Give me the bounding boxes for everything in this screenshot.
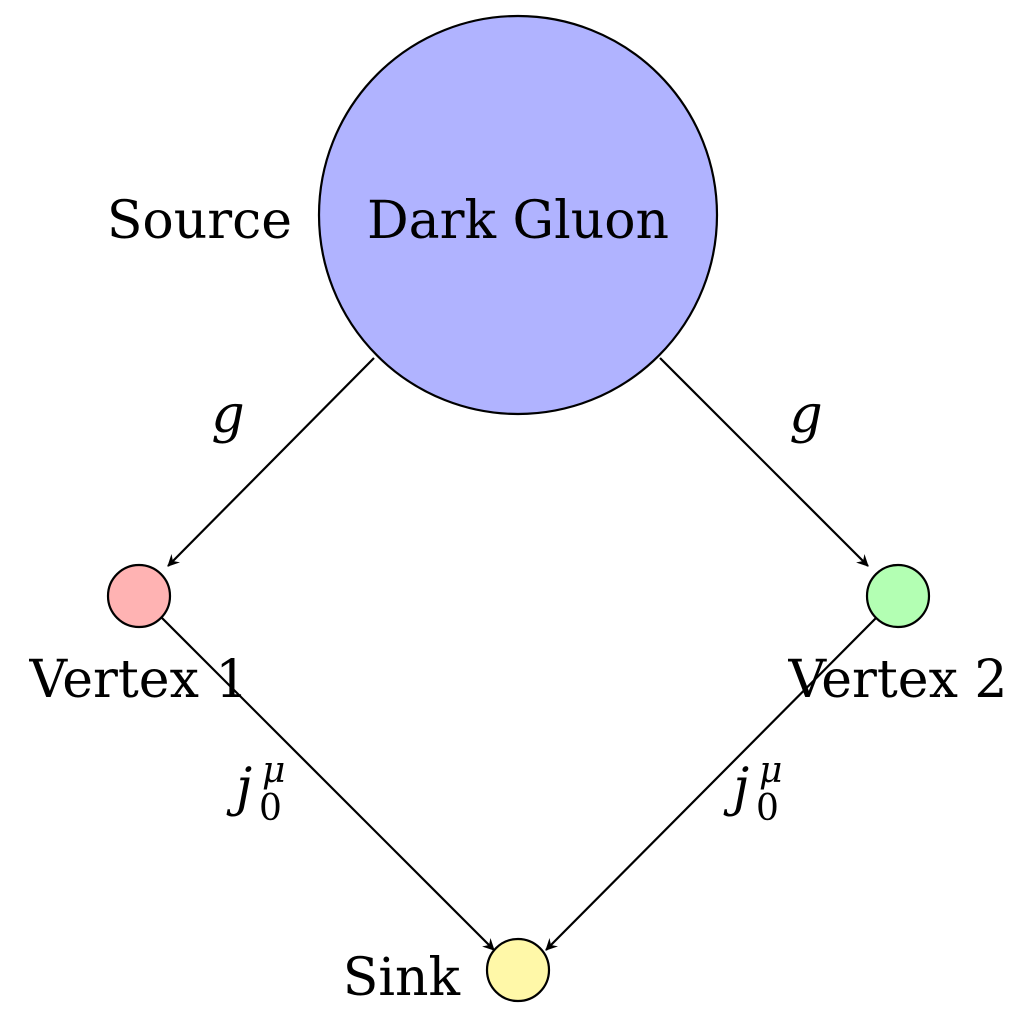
vertex2-label: Vertex 2 — [787, 650, 1007, 710]
vertex2-node — [865, 563, 931, 629]
sink-label: Sink — [343, 948, 461, 1008]
vertex1-label: Vertex 1 — [28, 650, 248, 710]
edge-vertex2-to-sink — [545, 617, 877, 951]
edge-gluon-to-vertex2 — [659, 357, 869, 567]
edge-label-g-left: g — [211, 385, 244, 445]
dark-gluon-label: Dark Gluon — [367, 191, 669, 251]
current-superscript: μ — [759, 750, 782, 791]
sink-node — [485, 937, 551, 1003]
current-subscript: 0 — [756, 788, 779, 829]
source-label: Source — [107, 191, 292, 251]
vertex1-node — [106, 563, 172, 629]
edge-gluon-to-vertex1 — [167, 357, 375, 567]
current-subscript: 0 — [259, 788, 282, 829]
edge-label-g-right: g — [789, 385, 822, 445]
current-symbol: j — [226, 758, 252, 818]
dark-gluon-node — [317, 14, 719, 416]
current-superscript: μ — [262, 750, 285, 791]
edge-label-current-left: j 0 μ — [226, 750, 285, 829]
edge-vertex1-to-sink — [161, 617, 495, 951]
